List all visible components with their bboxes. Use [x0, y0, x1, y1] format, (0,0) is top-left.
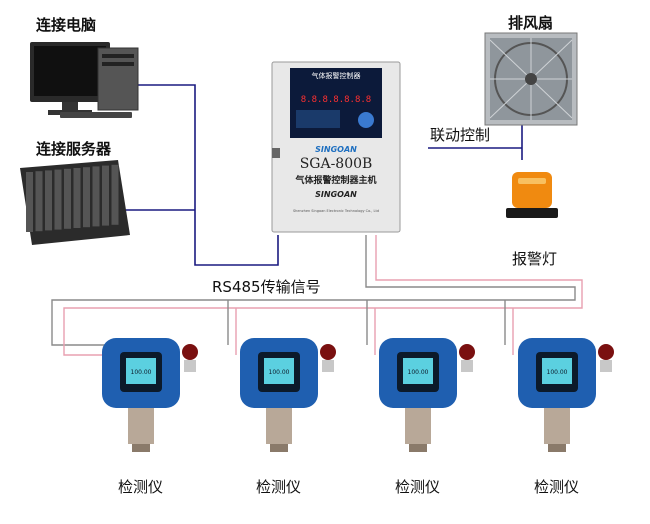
detector-2: 100.00 [240, 338, 336, 452]
server-blade [35, 171, 43, 232]
controller-box: 气体报警控制器 8.8.8.8.8.8.8 SINGOAN SGA-800B 气… [271, 61, 401, 233]
server-blade [45, 170, 52, 231]
detector-reading: 100.00 [408, 369, 429, 376]
server-blade [102, 165, 109, 226]
server-blade [83, 167, 90, 228]
server-slots [26, 164, 119, 232]
detector-3: 100.00 [379, 338, 475, 452]
server-blade [73, 168, 81, 228]
fan-label: 排风扇 [508, 14, 554, 32]
controller-name: 气体报警控制器主机 [294, 174, 376, 186]
detector-label: 检测仪 [395, 478, 441, 496]
detector-label: 检测仪 [256, 478, 302, 496]
wires [51, 84, 583, 356]
detector-reading: 100.00 [131, 369, 152, 376]
detector-label: 检测仪 [534, 478, 580, 496]
detector-1: 100.00 [102, 338, 198, 452]
controller-brand-2: SINGOAN [315, 190, 357, 199]
detector-label: 检测仪 [118, 478, 164, 496]
fan-icon [484, 32, 578, 126]
detector-reading: 100.00 [547, 369, 568, 376]
alarm-light-icon [506, 172, 558, 218]
server-blade [111, 164, 119, 225]
detector-4: 100.00 [518, 338, 614, 452]
controller-header: 气体报警控制器 [312, 71, 361, 80]
controller-brand: SINGOAN [315, 145, 357, 154]
server-label: 连接服务器 [36, 140, 112, 158]
detector-reading: 100.00 [269, 369, 290, 376]
alarm-light-label: 报警灯 [512, 250, 558, 268]
bus-gray [51, 235, 576, 346]
server-blade [92, 166, 100, 227]
computer-wire [110, 84, 279, 266]
bus-label: RS485传输信号 [212, 278, 321, 296]
controller-company: Shenzhen Singoan Electronic Technology C… [293, 209, 379, 213]
bus-pink [63, 235, 583, 356]
server-blade [54, 169, 62, 230]
detectors: 100.00 100.00 100.00 100.00 [102, 338, 614, 452]
controller-model: SGA-800B [300, 156, 373, 172]
computer-label: 连接电脑 [36, 16, 97, 34]
computer-icon [30, 42, 139, 118]
server-rack-icon [20, 160, 130, 245]
linkage-label: 联动控制 [430, 126, 491, 144]
server-blade [26, 172, 33, 232]
controller-panel-digits: 8.8.8.8.8.8.8 [301, 95, 371, 105]
server-blade [64, 168, 71, 229]
